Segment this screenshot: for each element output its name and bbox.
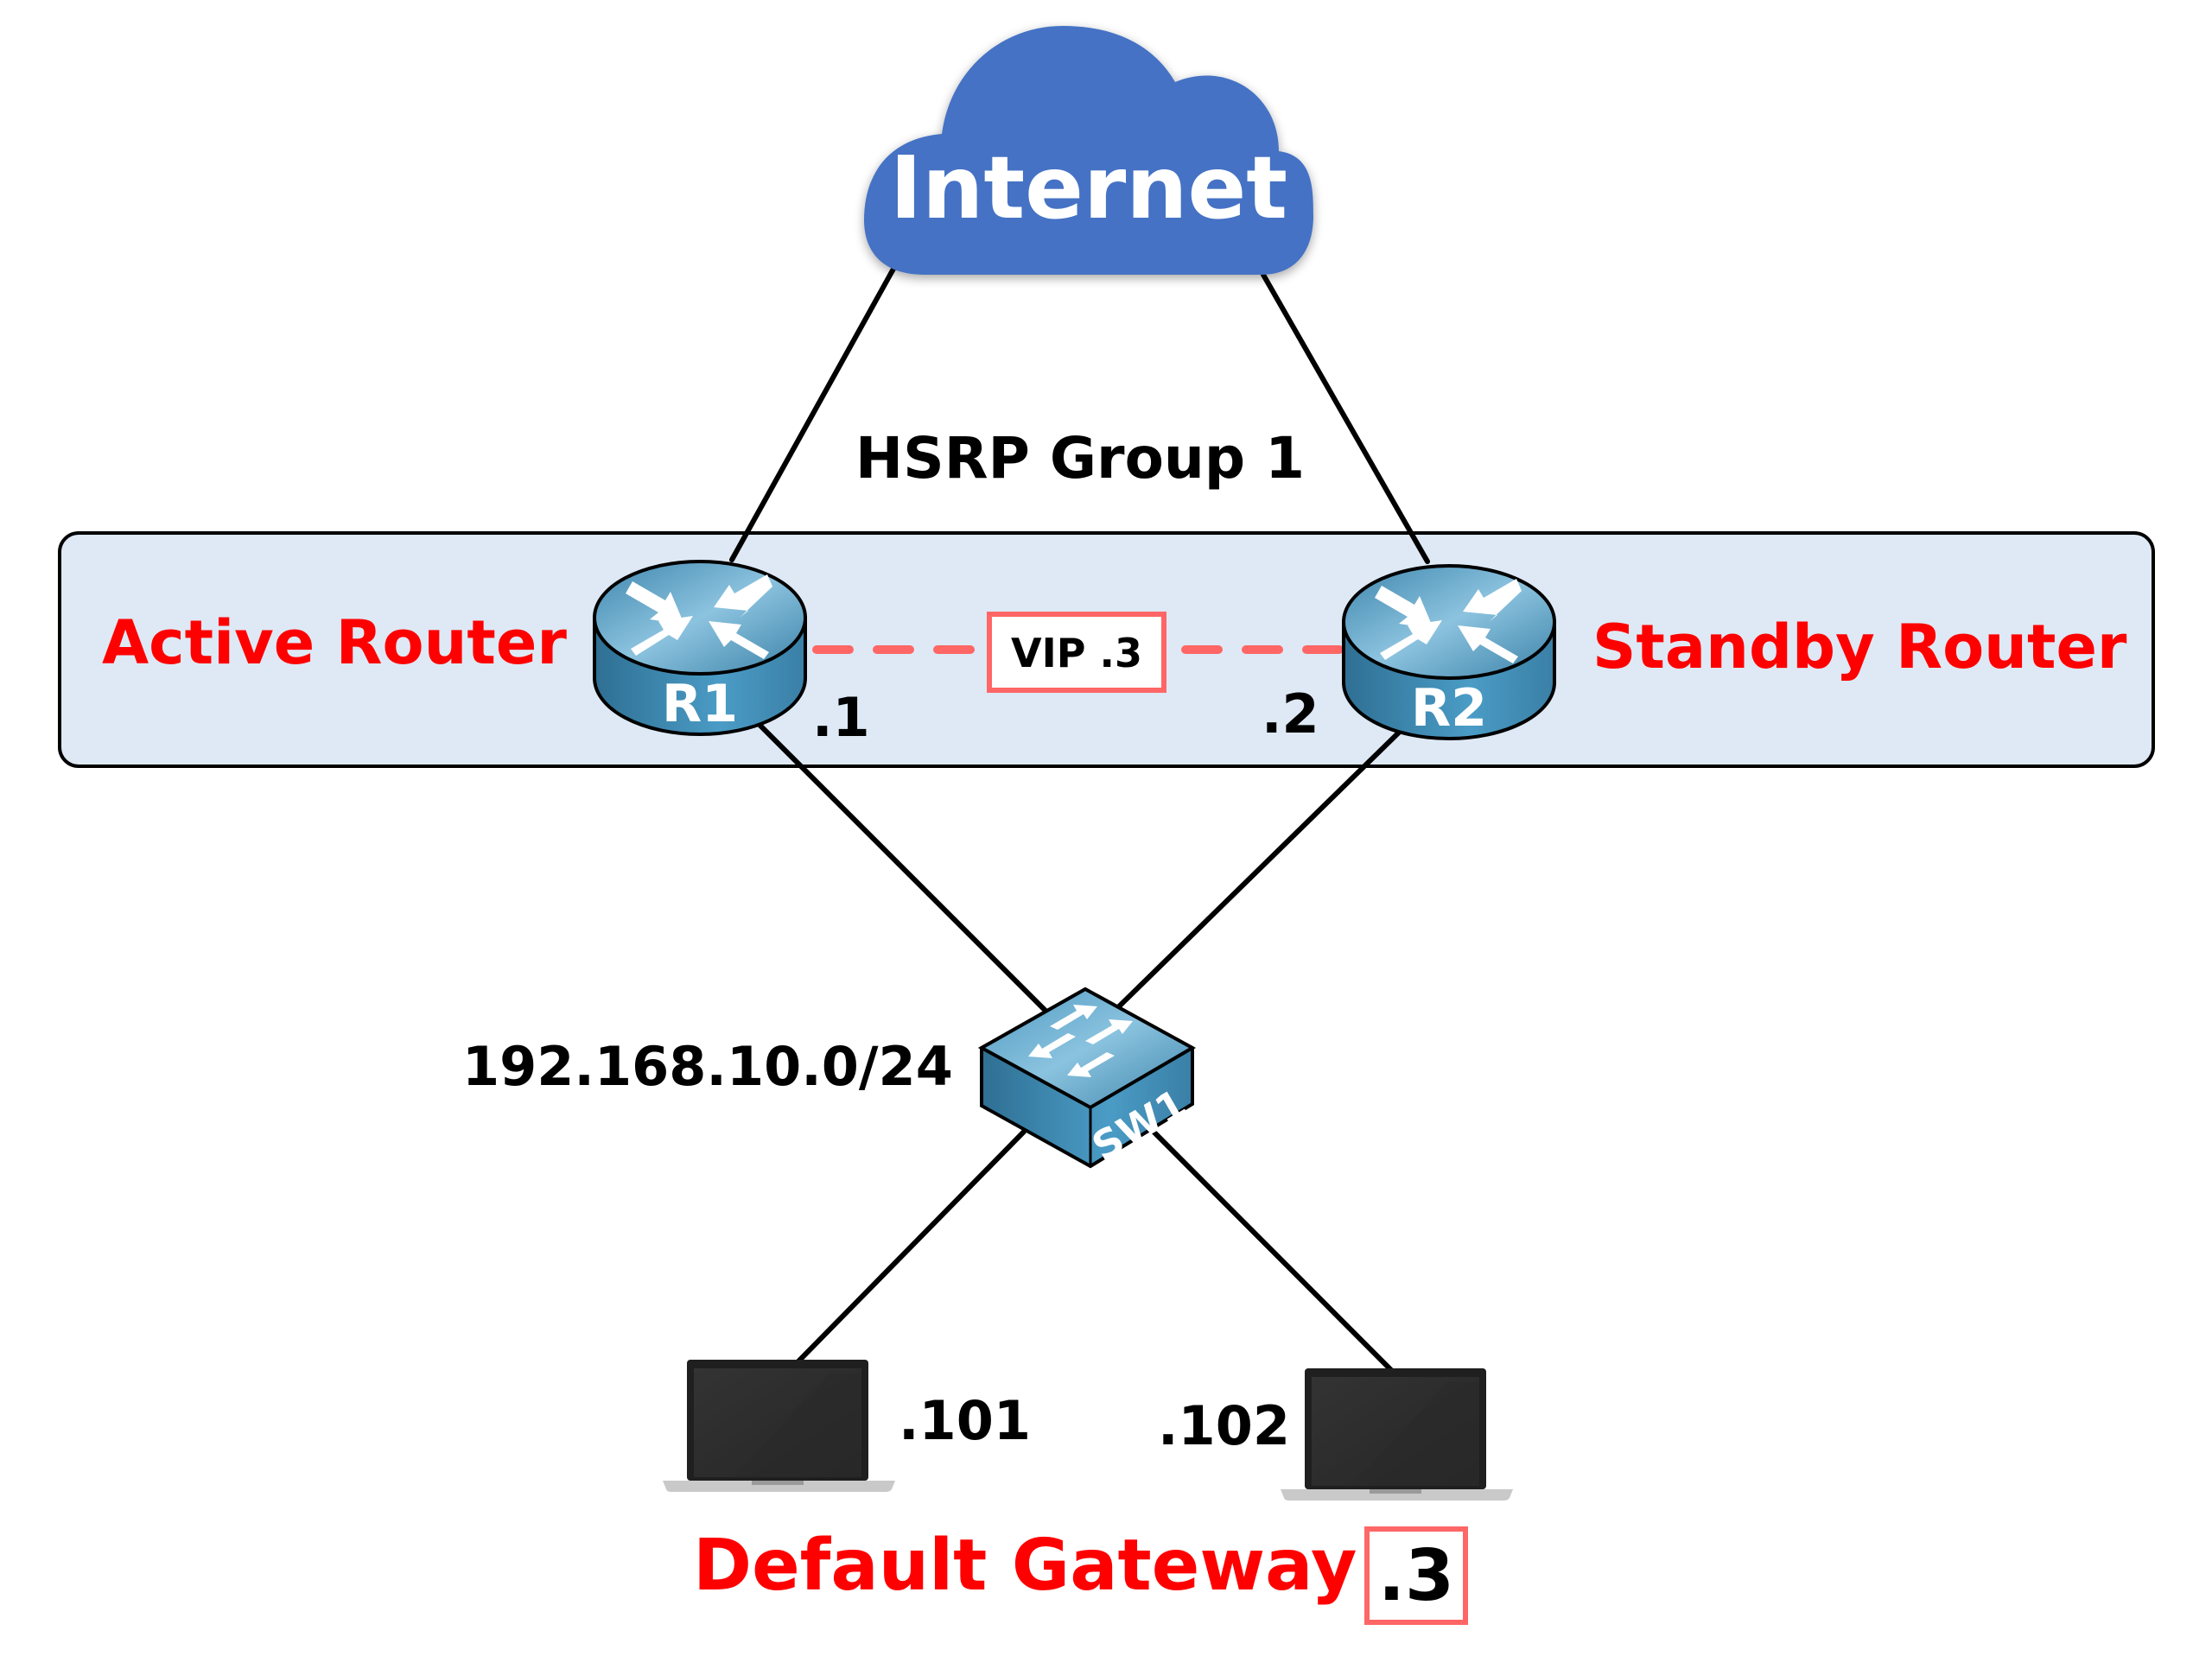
r1-ip-label: .1 (812, 686, 870, 749)
router-arrows-icon (626, 574, 772, 659)
internet-cloud: Internet (864, 26, 1313, 275)
host-laptop-2[interactable] (1281, 1368, 1513, 1501)
r2-ip-label: .2 (1262, 682, 1319, 746)
default-gateway-value-box: .3 (1364, 1526, 1468, 1625)
link-internet-r1 (729, 252, 904, 562)
subnet-label: 192.168.10.0/24 (462, 1035, 953, 1098)
cloud-label: Internet (890, 137, 1287, 238)
links (729, 252, 1430, 1374)
hsrp-group-label: HSRP Group 1 (855, 425, 1305, 492)
host-2-ip-label: .102 (1158, 1394, 1290, 1457)
router-r2[interactable]: R2 (1342, 564, 1556, 740)
default-gateway-value: .3 (1378, 1535, 1454, 1617)
router-r2-label: R2 (1411, 678, 1487, 739)
host-laptop-1[interactable] (663, 1360, 895, 1492)
link-sw1-host1 (792, 1129, 1027, 1367)
vip-box: VIP .3 (987, 612, 1166, 693)
link-internet-r2 (1261, 272, 1430, 564)
cloud-icon (864, 26, 1313, 275)
default-gateway-label: Default Gateway (693, 1525, 1357, 1607)
switch-arrows-icon (1028, 1005, 1133, 1077)
standby-router-label: Standby Router (1592, 612, 2127, 682)
host-1-ip-label: .101 (899, 1389, 1031, 1452)
link-r2-sw1 (1112, 723, 1408, 1013)
router-arrows-icon (1375, 579, 1522, 663)
router-r1[interactable]: R1 (593, 560, 807, 736)
link-r1-sw1 (749, 714, 1048, 1013)
switch-sw1[interactable]: SW1 (977, 987, 1197, 1171)
vip-label: VIP .3 (1011, 630, 1142, 676)
router-r1-label: R1 (662, 674, 738, 734)
link-sw1-host2 (1151, 1129, 1395, 1374)
active-router-label: Active Router (102, 607, 567, 678)
